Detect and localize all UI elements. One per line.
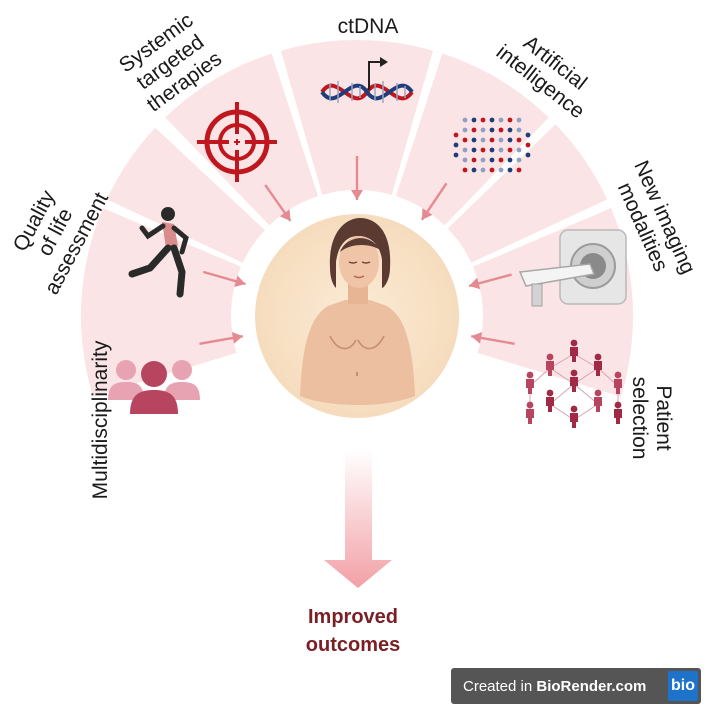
neuron-node [507, 147, 513, 153]
neuron-node [516, 137, 522, 143]
people-group-icon [108, 360, 200, 414]
neuron-node [471, 137, 477, 143]
neuron-node [462, 167, 468, 173]
neuron-node [471, 127, 477, 133]
segment-new-imaging [447, 124, 608, 263]
neuron-node [507, 137, 513, 143]
neuron-node [462, 147, 468, 153]
neuron-node [471, 117, 477, 123]
patient-node [570, 405, 578, 428]
neuron-node [471, 157, 477, 163]
label-multidisciplinarity: Multidisciplinarity [89, 340, 112, 499]
neuron-node [453, 142, 459, 148]
patient-node [594, 353, 602, 376]
neuron-node [498, 147, 504, 153]
neuron-node [489, 167, 495, 173]
patient-node [546, 353, 554, 376]
arrow-systemic-targeted [264, 184, 292, 222]
neuron-node [525, 132, 531, 138]
neuron-node [471, 167, 477, 173]
neuron-node [489, 127, 495, 133]
arrow-new-imaging [468, 273, 512, 290]
neuron-node [498, 167, 504, 173]
neuron-node [471, 147, 477, 153]
neuron-node [498, 127, 504, 133]
outcome-line-2: outcomes [305, 634, 401, 656]
arrow-ctdna [351, 156, 363, 200]
neuron-node [480, 127, 486, 133]
badge-prefix: Created in [463, 677, 537, 695]
neuron-node [516, 127, 522, 133]
outcome-line-1: Improved [307, 606, 399, 628]
patient-node [570, 369, 578, 392]
arrow-artificial-intelligence [420, 182, 448, 221]
neuron-node [489, 147, 495, 153]
segment-ctdna [280, 39, 434, 195]
outcome-arrow [324, 450, 392, 588]
patient-node [570, 339, 578, 362]
patient-node [614, 401, 622, 424]
label-patient-selection-line: selection [628, 377, 651, 460]
neuron-node [462, 157, 468, 163]
neuron-node [462, 117, 468, 123]
neuron-node [462, 127, 468, 133]
neuron-node [507, 117, 513, 123]
neuron-node [453, 152, 459, 158]
patient-node [594, 389, 602, 412]
segment-systemic-targeted [165, 53, 319, 226]
target-icon [197, 102, 277, 182]
neuron-node [489, 157, 495, 163]
biorender-badge[interactable]: Created in BioRender.com bio [451, 668, 701, 704]
arrow-patient-selection [471, 331, 515, 345]
patient-node [526, 401, 534, 424]
neuron-node [480, 167, 486, 173]
label-ctdna: ctDNA [338, 15, 399, 38]
neuron-node [516, 147, 522, 153]
neuron-node [489, 137, 495, 143]
patient-node [614, 371, 622, 394]
label-multidisciplinarity-line: Multidisciplinarity [89, 340, 112, 499]
runner-icon [128, 207, 189, 298]
neuron-node [453, 132, 459, 138]
segment-multidisciplinarity [80, 208, 242, 397]
neuron-node [480, 117, 486, 123]
neuron-node [525, 142, 531, 148]
biorender-logo-icon: bio [668, 671, 698, 701]
label-patient-selection-line: Patient [652, 385, 675, 451]
neuron-node [516, 167, 522, 173]
patient-figure-icon [300, 218, 415, 405]
neuron-node [516, 157, 522, 163]
neuron-node [498, 157, 504, 163]
neuron-node [525, 152, 531, 158]
mri-scanner-icon [518, 229, 627, 307]
neuron-node [516, 117, 522, 123]
patient-network-icon [526, 339, 622, 428]
label-ctdna-line: ctDNA [338, 15, 399, 38]
neuron-node [462, 137, 468, 143]
neuron-node [498, 117, 504, 123]
arrow-quality-of-life [199, 331, 243, 345]
neuron-node [507, 127, 513, 133]
patient-node [546, 389, 554, 412]
badge-text: Created in BioRender.com [451, 678, 668, 695]
neuron-node [480, 137, 486, 143]
neuron-node [480, 147, 486, 153]
arrow-multidisciplinarity [202, 270, 246, 288]
neuron-node [507, 167, 513, 173]
neuron-node [489, 117, 495, 123]
neuron-node [480, 157, 486, 163]
segment-quality-of-life [106, 127, 265, 263]
patient-node [526, 371, 534, 394]
dna-icon [320, 57, 414, 103]
label-patient-selection: Patientselection [628, 377, 675, 460]
badge-brand: BioRender.com [536, 677, 647, 695]
neural-network-icon [453, 117, 531, 173]
neuron-node [507, 157, 513, 163]
neuron-node [498, 137, 504, 143]
outcome-label: Improved outcomes [253, 603, 453, 659]
